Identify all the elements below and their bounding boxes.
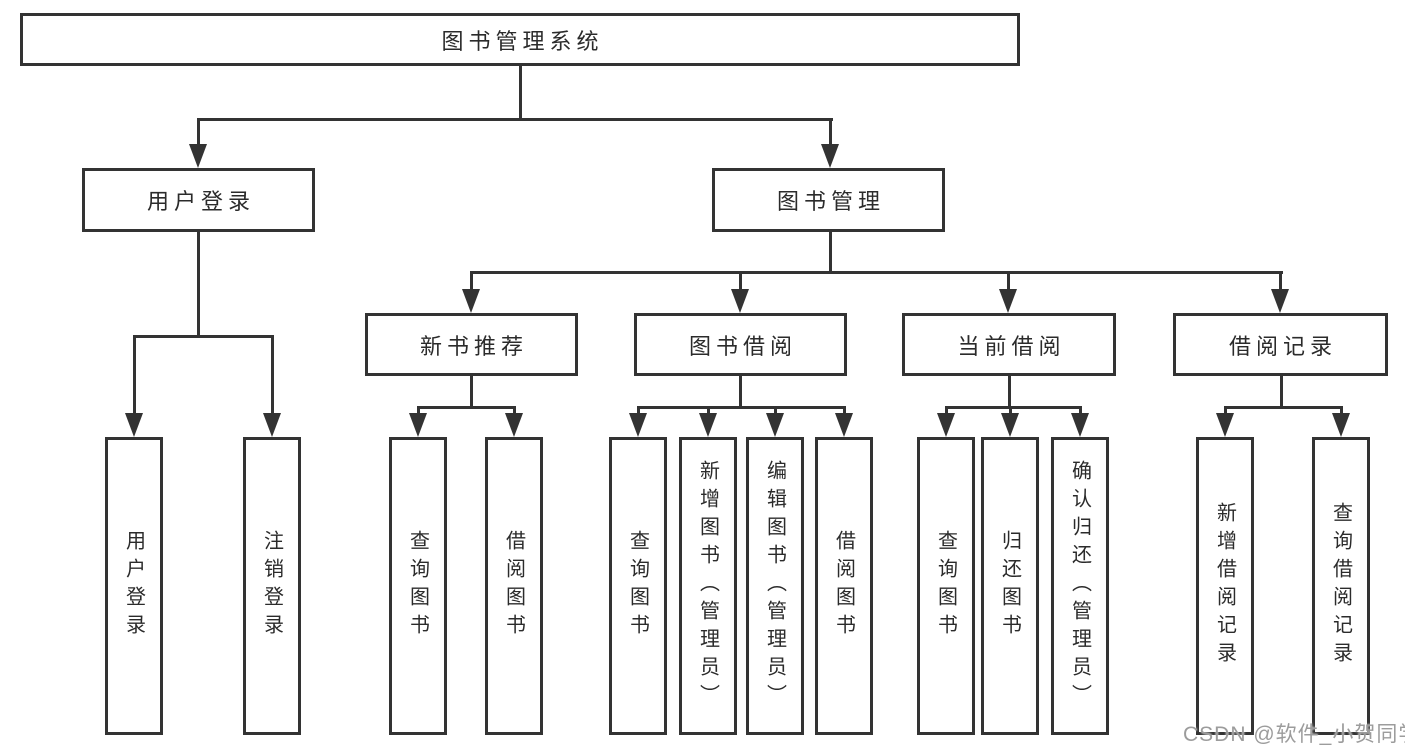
connector-line	[197, 121, 200, 146]
connector-line	[1007, 274, 1010, 291]
connector-line	[1280, 376, 1283, 406]
arrow-down-icon	[1332, 413, 1350, 437]
leaf-logout-login: 注销登录	[243, 437, 301, 735]
connector-line	[197, 232, 200, 335]
node-borrowing-records: 借阅记录	[1173, 313, 1388, 376]
node-new-book-recommendation: 新书推荐	[365, 313, 578, 376]
leaf-add-borrow-record-label: 新增借阅记录	[1213, 502, 1236, 670]
node-root-system: 图书管理系统	[20, 13, 1020, 66]
arrow-down-icon	[263, 413, 281, 437]
connector-line	[197, 118, 833, 121]
connector-line	[470, 271, 1283, 274]
node-book-borrowing-label: 图书借阅	[688, 333, 797, 359]
node-current-borrowing-label: 当前借阅	[957, 333, 1066, 359]
arrow-down-icon	[1071, 413, 1089, 437]
node-new-book-recommendation-label: 新书推荐	[419, 333, 528, 359]
leaf-borrow-books-borrowing: 借阅图书	[815, 437, 873, 735]
arrow-down-icon	[629, 413, 647, 437]
connector-line	[1279, 274, 1282, 291]
connector-line	[829, 232, 832, 271]
leaf-confirm-return-admin-label: 确认归还（管理员）	[1068, 460, 1091, 712]
arrow-down-icon	[821, 144, 839, 168]
leaf-add-book-admin: 新增图书（管理员）	[679, 437, 737, 735]
connector-line	[739, 376, 742, 406]
connector-line	[133, 335, 274, 338]
arrow-down-icon	[462, 289, 480, 313]
leaf-logout-login-label: 注销登录	[260, 530, 283, 642]
leaf-user-login-label: 用户登录	[122, 530, 145, 642]
arrow-down-icon	[125, 413, 143, 437]
leaf-borrow-books-borrowing-label: 借阅图书	[832, 530, 855, 642]
node-root-label: 图书管理系统	[441, 28, 604, 54]
leaf-query-borrow-record: 查询借阅记录	[1312, 437, 1370, 735]
leaf-edit-book-admin: 编辑图书（管理员）	[746, 437, 804, 735]
node-user-login: 用户登录	[82, 168, 315, 232]
connector-line	[417, 406, 516, 409]
csdn-watermark: CSDN @软件_小贺同学	[1183, 723, 1405, 746]
connector-line	[470, 274, 473, 291]
node-book-borrowing: 图书借阅	[634, 313, 847, 376]
leaf-edit-book-admin-label: 编辑图书（管理员）	[763, 460, 786, 712]
connector-line	[829, 121, 832, 146]
leaf-confirm-return-admin: 确认归还（管理员）	[1051, 437, 1109, 735]
arrow-down-icon	[1271, 289, 1289, 313]
leaf-query-books-recommend-label: 查询图书	[406, 530, 429, 642]
leaf-add-book-admin-label: 新增图书（管理员）	[696, 460, 719, 712]
arrow-down-icon	[1216, 413, 1234, 437]
leaf-user-login: 用户登录	[105, 437, 163, 735]
leaf-borrow-books-recommend-label: 借阅图书	[502, 530, 525, 642]
connector-line	[470, 376, 473, 406]
leaf-borrow-books-recommend: 借阅图书	[485, 437, 543, 735]
leaf-return-books: 归还图书	[981, 437, 1039, 735]
node-borrowing-records-label: 借阅记录	[1228, 333, 1337, 359]
arrow-down-icon	[835, 413, 853, 437]
connector-line	[133, 338, 136, 415]
node-user-login-label: 用户登录	[146, 189, 255, 214]
leaf-query-books-borrowing-label: 查询图书	[626, 530, 649, 642]
leaf-query-books-current-label: 查询图书	[934, 530, 957, 642]
connector-line	[1008, 376, 1011, 406]
connector-line	[739, 274, 742, 291]
arrow-down-icon	[409, 413, 427, 437]
node-current-borrowing: 当前借阅	[902, 313, 1116, 376]
arrow-down-icon	[937, 413, 955, 437]
arrow-down-icon	[731, 289, 749, 313]
connector-line	[271, 338, 274, 415]
leaf-query-books-current: 查询图书	[917, 437, 975, 735]
connector-line	[519, 66, 522, 120]
arrow-down-icon	[699, 413, 717, 437]
arrow-down-icon	[1001, 413, 1019, 437]
arrow-down-icon	[766, 413, 784, 437]
leaf-add-borrow-record: 新增借阅记录	[1196, 437, 1254, 735]
arrow-down-icon	[505, 413, 523, 437]
arrow-down-icon	[189, 144, 207, 168]
connector-line	[945, 406, 1082, 409]
connector-line	[637, 406, 846, 409]
connector-line	[1224, 406, 1343, 409]
arrow-down-icon	[999, 289, 1017, 313]
node-book-management: 图书管理	[712, 168, 945, 232]
node-book-management-label: 图书管理	[776, 189, 885, 214]
leaf-query-borrow-record-label: 查询借阅记录	[1329, 502, 1352, 670]
leaf-query-books-borrowing: 查询图书	[609, 437, 667, 735]
leaf-return-books-label: 归还图书	[998, 530, 1021, 642]
leaf-query-books-recommend: 查询图书	[389, 437, 447, 735]
